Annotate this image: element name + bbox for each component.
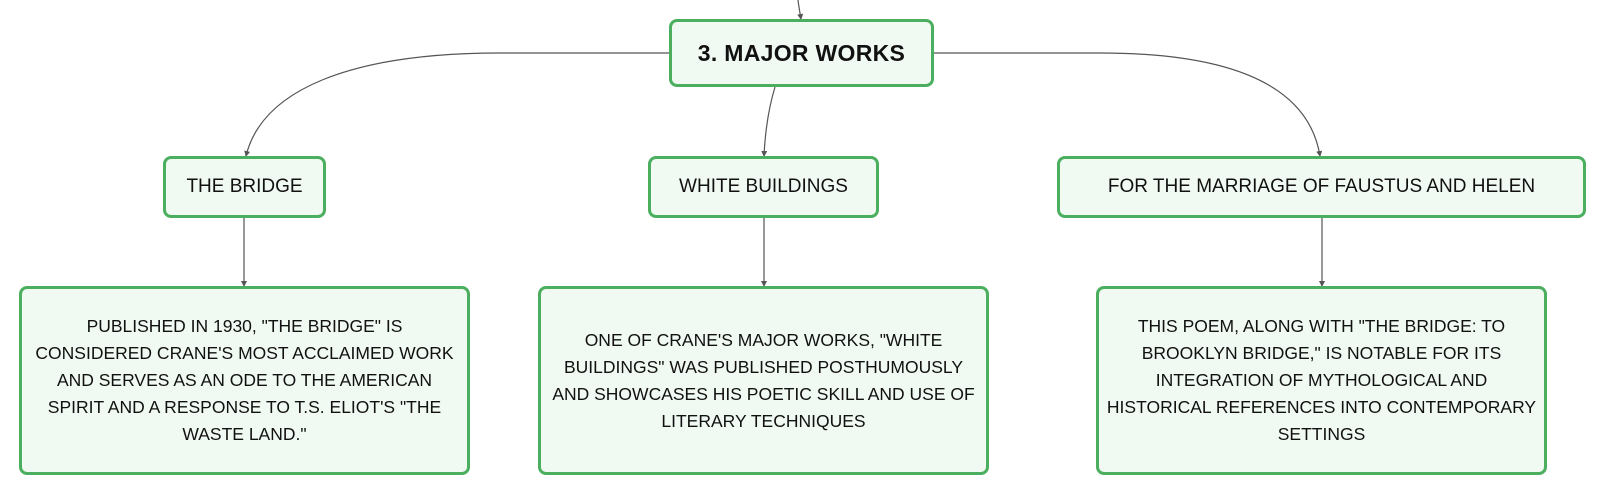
detail-node-faustus-and-helen[interactable]: THIS POEM, ALONG WITH "THE BRIDGE: TO BR… <box>1096 286 1547 475</box>
detail-node-text: PUBLISHED IN 1930, "THE BRIDGE" IS CONSI… <box>35 316 454 444</box>
topic-node-white-buildings[interactable]: WHITE BUILDINGS <box>648 156 879 218</box>
detail-node-text: THIS POEM, ALONG WITH "THE BRIDGE: TO BR… <box>1106 316 1537 444</box>
topic-node-the-bridge[interactable]: THE BRIDGE <box>163 156 326 218</box>
edge-root-to-the-bridge <box>244 52 669 157</box>
detail-node-white-buildings[interactable]: ONE OF CRANE'S MAJOR WORKS, "WHITE BUILD… <box>538 286 989 475</box>
root-node-major-works[interactable]: 3. MAJOR WORKS <box>669 19 934 87</box>
topic-node-label: FOR THE MARRIAGE OF FAUSTUS AND HELEN <box>1107 176 1536 197</box>
root-node-label: 3. MAJOR WORKS <box>697 39 906 66</box>
topic-node-faustus-and-helen[interactable]: FOR THE MARRIAGE OF FAUSTUS AND HELEN <box>1057 156 1586 218</box>
edge-root-to-white-buildings <box>761 86 776 157</box>
edge-parent-to-root <box>797 0 804 20</box>
topic-node-label: WHITE BUILDINGS <box>679 176 848 197</box>
edge-root-to-faustus-helen <box>934 52 1323 157</box>
detail-node-text: ONE OF CRANE'S MAJOR WORKS, "WHITE BUILD… <box>552 329 975 431</box>
detail-node-the-bridge[interactable]: PUBLISHED IN 1930, "THE BRIDGE" IS CONSI… <box>19 286 470 475</box>
topic-node-label: THE BRIDGE <box>186 176 303 197</box>
